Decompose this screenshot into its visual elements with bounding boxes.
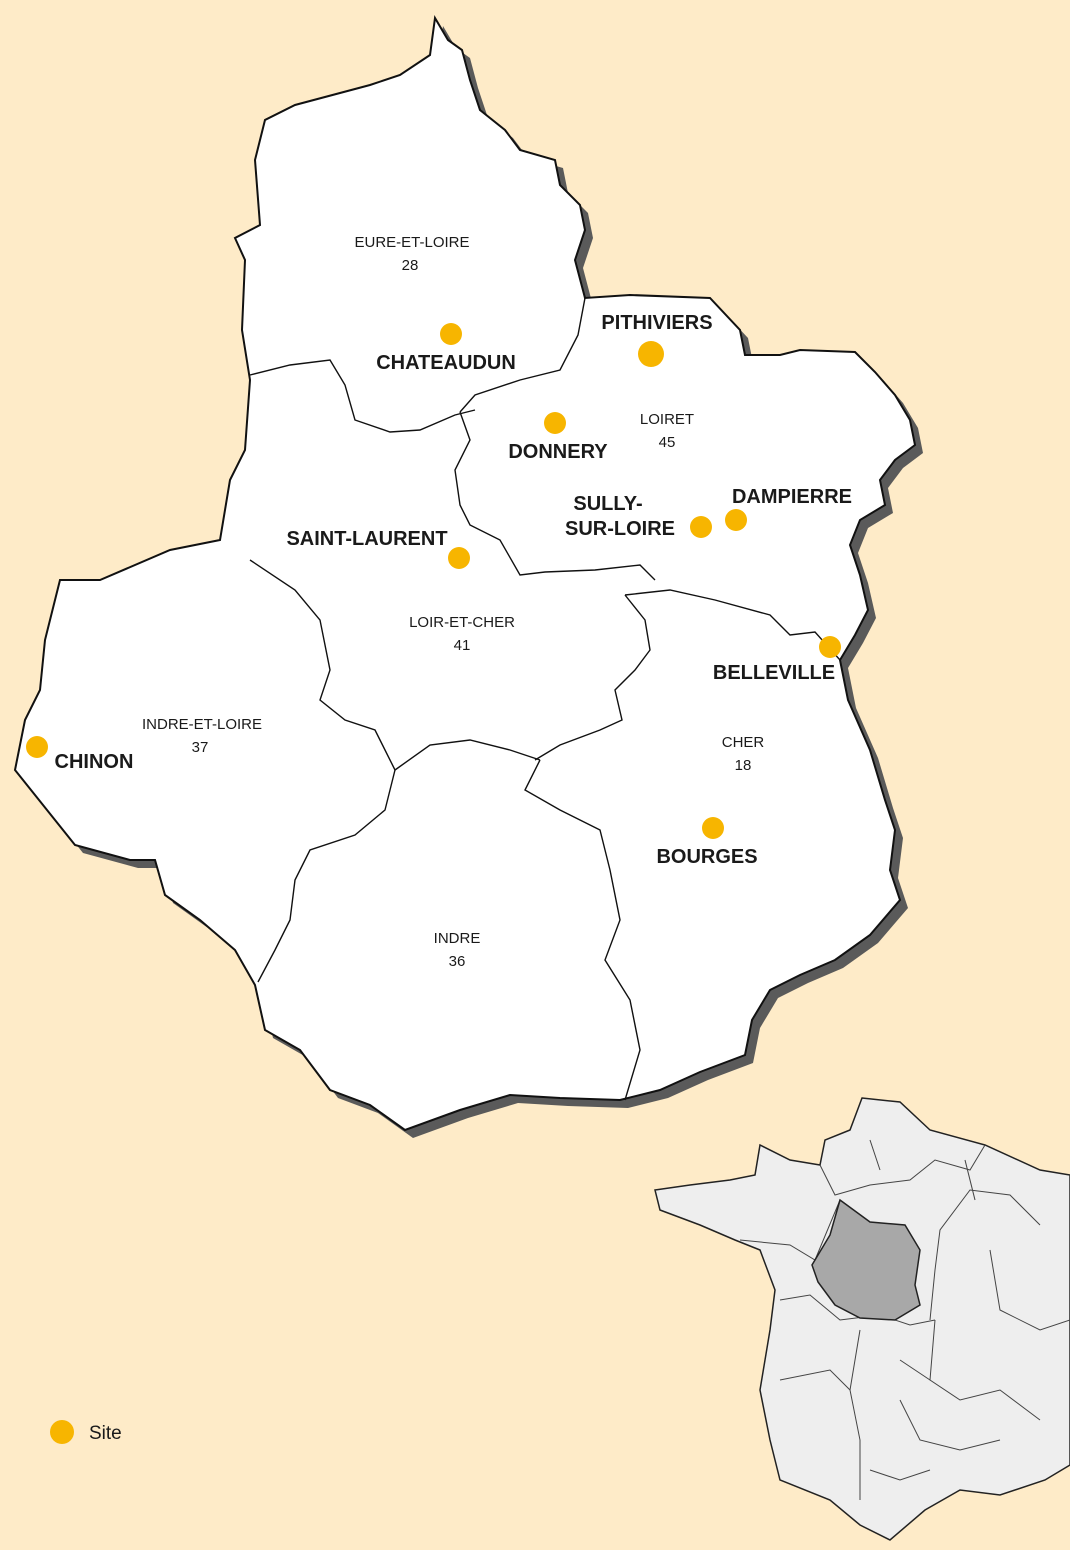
border-41-36 bbox=[394, 739, 541, 771]
department-borders bbox=[249, 297, 841, 1101]
border-41-18 bbox=[534, 594, 651, 761]
site-marker-bourges[interactable] bbox=[702, 817, 724, 839]
dept-number-37: 37 bbox=[192, 739, 209, 756]
site-label-chateaudun: CHATEAUDUN bbox=[376, 352, 516, 374]
border-28-41 bbox=[249, 359, 476, 433]
site-label-saint-laurent: SAINT-LAURENT bbox=[286, 528, 447, 550]
dept-number-41: 41 bbox=[454, 637, 471, 654]
site-marker-donnery[interactable] bbox=[544, 412, 566, 434]
dept-name-28: EURE-ET-LOIRE bbox=[354, 234, 469, 251]
border-28-45 bbox=[459, 297, 586, 413]
france-outline bbox=[654, 1097, 1070, 1541]
legend: Site bbox=[50, 1420, 122, 1444]
dept-number-18: 18 bbox=[735, 757, 752, 774]
france-inset-map bbox=[654, 1097, 1070, 1541]
border-45-41 bbox=[454, 411, 656, 581]
dept-name-36: INDRE bbox=[434, 930, 481, 947]
border-36-18 bbox=[524, 759, 641, 1101]
site-label-pithiviers: PITHIVIERS bbox=[601, 312, 712, 334]
site-marker-sully[interactable] bbox=[690, 516, 712, 538]
site-label-sully-line2: SUR-LOIRE bbox=[565, 518, 675, 540]
site-marker-pithiviers[interactable] bbox=[638, 341, 664, 367]
site-marker-belleville[interactable] bbox=[819, 636, 841, 658]
site-label-belleville: BELLEVILLE bbox=[713, 662, 835, 684]
dept-number-36: 36 bbox=[449, 953, 466, 970]
site-label-bourges: BOURGES bbox=[656, 846, 757, 868]
site-markers bbox=[26, 323, 841, 839]
border-37-41 bbox=[249, 559, 396, 771]
site-marker-dampierre[interactable] bbox=[725, 509, 747, 531]
site-labels: CHATEAUDUN PITHIVIERS DONNERY DAMPIERRE … bbox=[55, 312, 852, 868]
border-37-36 bbox=[257, 769, 396, 983]
site-label-dampierre: DAMPIERRE bbox=[732, 486, 852, 508]
border-45-18 bbox=[624, 589, 841, 661]
site-marker-saint-laurent[interactable] bbox=[448, 547, 470, 569]
department-labels: EURE-ET-LOIRE 28 LOIRET 45 LOIR-ET-CHER … bbox=[142, 234, 764, 970]
site-label-chinon: CHINON bbox=[55, 751, 134, 773]
france-centre-highlight bbox=[811, 1198, 921, 1321]
site-marker-chateaudun[interactable] bbox=[440, 323, 462, 345]
legend-site-label: Site bbox=[89, 1423, 122, 1444]
dept-name-45: LOIRET bbox=[640, 411, 694, 428]
dept-number-45: 45 bbox=[659, 434, 676, 451]
dept-number-28: 28 bbox=[402, 257, 419, 274]
dept-name-18: CHER bbox=[722, 734, 765, 751]
site-marker-chinon[interactable] bbox=[26, 736, 48, 758]
site-label-donnery: DONNERY bbox=[508, 441, 608, 463]
dept-name-37: INDRE-ET-LOIRE bbox=[142, 716, 262, 733]
legend-site-marker bbox=[50, 1420, 74, 1444]
dept-name-41: LOIR-ET-CHER bbox=[409, 614, 515, 631]
site-label-sully-line1: SULLY- bbox=[573, 493, 642, 515]
